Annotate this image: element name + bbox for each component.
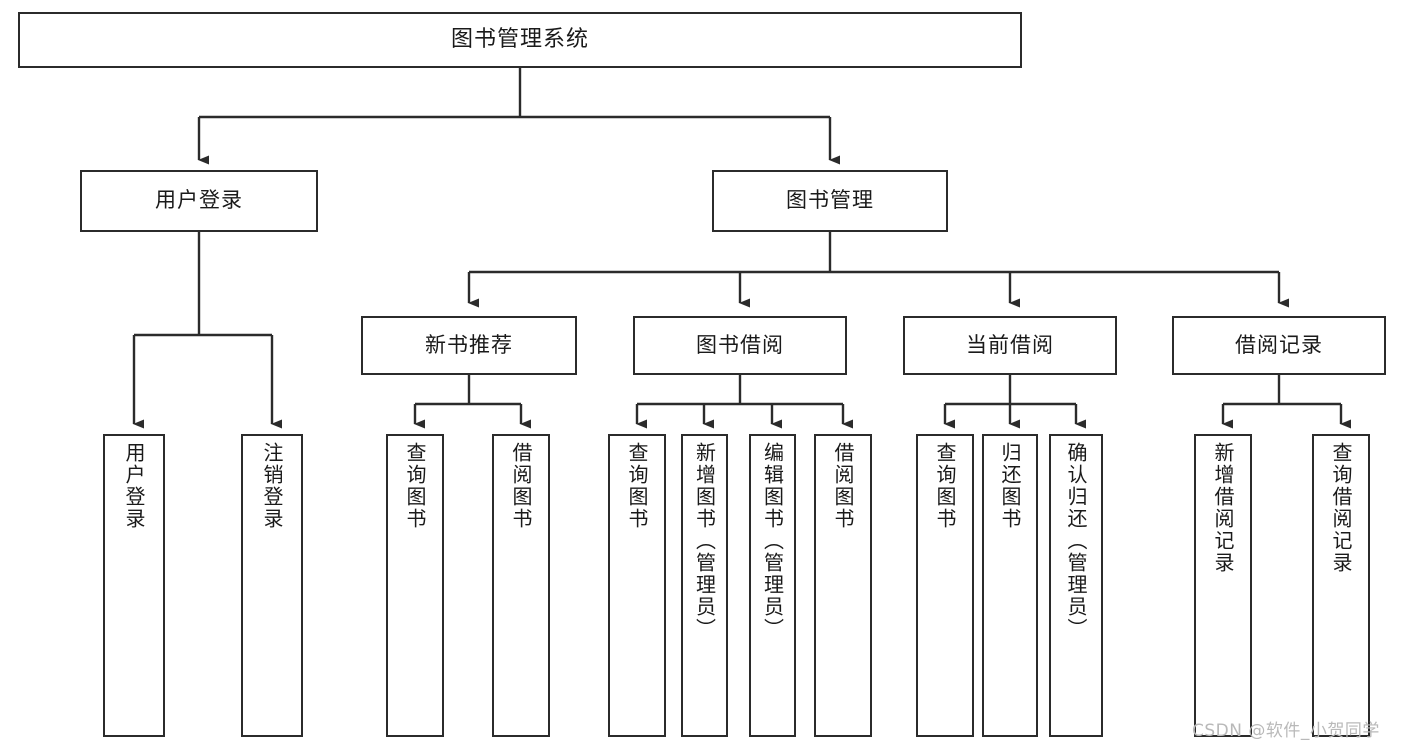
leaf-new-book-borrow[interactable]: 借阅图书 xyxy=(492,434,550,737)
node-current-borrow[interactable]: 当前借阅 xyxy=(903,316,1117,375)
csdn-watermark: CSDN @软件_小贺同学 xyxy=(1192,721,1380,741)
leaf-user-login-signin[interactable]: 用户登录 xyxy=(103,434,165,737)
leaf-label: 查询借阅记录 xyxy=(1329,442,1353,574)
node-new-book-recommend[interactable]: 新书推荐 xyxy=(361,316,577,375)
node-user-login[interactable]: 用户登录 xyxy=(80,170,318,232)
leaf-current-confirm-return[interactable]: 确认归还（管理员） xyxy=(1049,434,1103,737)
leaf-label: 借阅图书 xyxy=(831,442,855,530)
node-root-system[interactable]: 图书管理系统 xyxy=(18,12,1022,68)
leaf-label: 借阅图书 xyxy=(509,442,533,530)
node-book-borrow[interactable]: 图书借阅 xyxy=(633,316,847,375)
leaf-user-login-signout[interactable]: 注销登录 xyxy=(241,434,303,737)
leaf-label: 归还图书 xyxy=(998,442,1022,530)
leaf-current-query-book[interactable]: 查询图书 xyxy=(916,434,974,737)
leaf-label: 确认归还（管理员） xyxy=(1064,442,1088,640)
leaf-label: 查询图书 xyxy=(403,442,427,530)
leaf-label: 编辑图书（管理员） xyxy=(760,442,785,640)
leaf-label: 用户登录 xyxy=(122,442,146,530)
leaf-label: 查询图书 xyxy=(933,442,957,530)
node-book-management[interactable]: 图书管理 xyxy=(712,170,948,232)
leaf-record-query[interactable]: 查询借阅记录 xyxy=(1312,434,1370,737)
leaf-label: 注销登录 xyxy=(260,442,284,530)
leaf-borrow-edit-book[interactable]: 编辑图书（管理员） xyxy=(749,434,796,737)
node-borrow-record[interactable]: 借阅记录 xyxy=(1172,316,1386,375)
leaf-current-return-book[interactable]: 归还图书 xyxy=(982,434,1038,737)
leaf-label: 新增图书（管理员） xyxy=(692,442,717,640)
leaf-label: 查询图书 xyxy=(625,442,649,530)
leaf-record-add[interactable]: 新增借阅记录 xyxy=(1194,434,1252,737)
leaf-label: 新增借阅记录 xyxy=(1211,442,1235,574)
leaf-borrow-query-book[interactable]: 查询图书 xyxy=(608,434,666,737)
leaf-borrow-borrow-book[interactable]: 借阅图书 xyxy=(814,434,872,737)
leaf-new-book-query[interactable]: 查询图书 xyxy=(386,434,444,737)
leaf-borrow-add-book[interactable]: 新增图书（管理员） xyxy=(681,434,728,737)
